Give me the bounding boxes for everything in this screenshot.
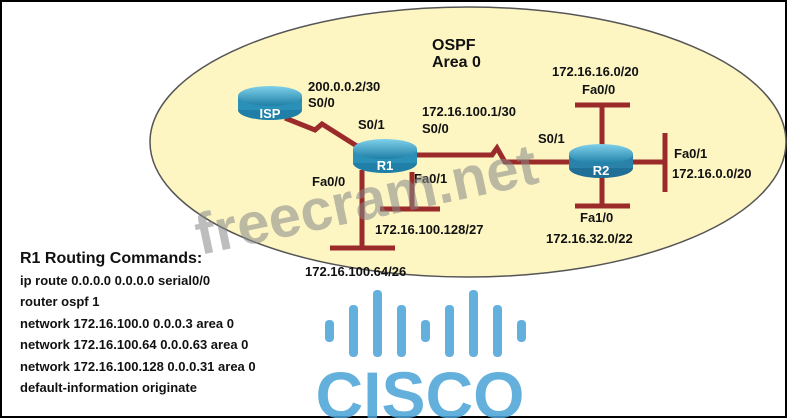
r1-s00-ip-label: 172.16.100.1/30	[422, 104, 516, 119]
r1-fa00-label: Fa0/0	[312, 174, 345, 189]
router-r2-label: R2	[593, 163, 610, 178]
command-line: network 172.16.100.128 0.0.0.31 area 0	[20, 359, 256, 374]
command-line: router ospf 1	[20, 294, 99, 309]
router-r1-label: R1	[377, 158, 394, 173]
command-line: ip route 0.0.0.0 0.0.0.0 serial0/0	[20, 273, 210, 288]
r2-fa10-label: Fa1/0	[580, 210, 613, 225]
command-line: default-information originate	[20, 380, 197, 395]
r1-s00-label: S0/0	[422, 121, 449, 136]
r2-fa01-label: Fa0/1	[674, 146, 707, 161]
isp-s00-label: S0/0	[308, 95, 335, 110]
commands-title: R1 Routing Commands:	[20, 250, 202, 267]
command-line: network 172.16.100.0 0.0.0.3 area 0	[20, 316, 234, 331]
r2-fa01-net-label: 172.16.0.0/20	[672, 166, 752, 181]
cisco-logo-text: CISCO	[315, 358, 524, 418]
r2-fa00-net-label: 172.16.16.0/20	[552, 64, 639, 79]
r1-lan0-label: 172.16.100.64/26	[305, 264, 406, 279]
area-title: OSPF	[432, 37, 476, 54]
r1-fa01-label: Fa0/1	[414, 171, 447, 186]
r2-s01-label: S0/1	[538, 131, 565, 146]
serial-link-r1-r2	[410, 143, 578, 165]
router-r1[interactable]: R1	[353, 139, 417, 173]
command-line: network 172.16.100.64 0.0.0.63 area 0	[20, 337, 248, 352]
router-isp[interactable]: ISP	[238, 86, 302, 121]
r1-s01-label: S0/1	[358, 117, 385, 132]
r2-fa00-label: Fa0/0	[582, 82, 615, 97]
isp-ip-label: 200.0.0.2/30	[308, 79, 380, 94]
r2-fa10-net-label: 172.16.32.0/22	[546, 231, 633, 246]
ospf-area-ellipse	[149, 6, 787, 278]
router-isp-label: ISP	[260, 106, 281, 121]
cisco-logo: CISCO	[315, 290, 526, 418]
serial-link-isp-r1	[284, 115, 362, 151]
links	[284, 102, 668, 251]
area-subtitle: Area 0	[432, 54, 481, 71]
router-r2[interactable]: R2	[569, 144, 633, 178]
r1-lan1-label: 172.16.100.128/27	[375, 222, 483, 237]
